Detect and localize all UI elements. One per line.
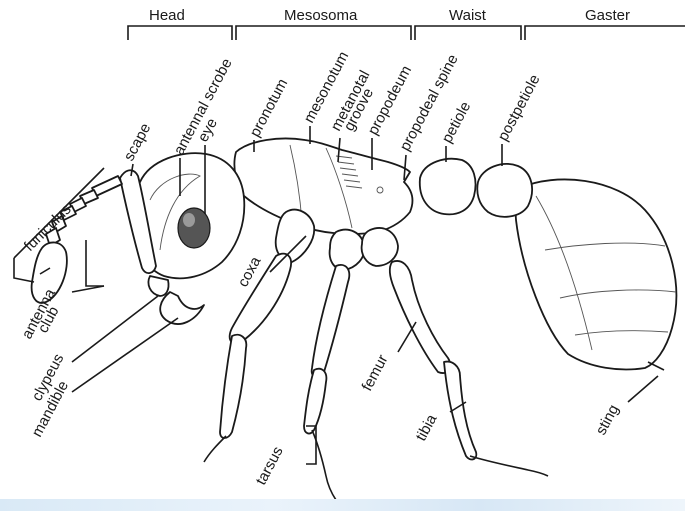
leader-antenna-club-2 bbox=[72, 286, 104, 292]
leader-mandible bbox=[72, 318, 178, 392]
label-tarsus: tarsus bbox=[253, 444, 287, 488]
label-petiole: petiole bbox=[439, 99, 475, 146]
front-tarsus bbox=[204, 436, 226, 462]
section-title-gaster: Gaster bbox=[585, 7, 630, 24]
label-sting: sting bbox=[593, 402, 623, 438]
clypeus bbox=[148, 276, 168, 296]
label-scape: scape bbox=[121, 121, 155, 164]
label-postpetiole: postpetiole bbox=[495, 72, 544, 144]
gaster-bracket bbox=[525, 26, 685, 40]
middle-tibia bbox=[304, 369, 326, 434]
hind-femur bbox=[390, 261, 451, 373]
hind-coxa bbox=[362, 228, 398, 266]
leader-sting bbox=[628, 376, 658, 402]
gaster bbox=[515, 179, 676, 369]
hind-tibia bbox=[444, 362, 476, 460]
mandible bbox=[160, 292, 204, 324]
section-title-mesosoma: Mesosoma bbox=[284, 7, 358, 24]
middle-femur bbox=[312, 265, 350, 377]
mesosoma-bracket bbox=[236, 26, 411, 40]
mesosoma bbox=[234, 139, 412, 234]
eye-highlight bbox=[183, 213, 195, 227]
label-pronotum: pronotum bbox=[247, 76, 292, 140]
section-title-waist: Waist bbox=[449, 7, 487, 24]
leader-antenna-club bbox=[86, 240, 104, 286]
middle-coxa bbox=[330, 230, 365, 270]
leader-clypeus bbox=[72, 296, 158, 362]
petiole bbox=[420, 159, 476, 215]
waist-bracket bbox=[415, 26, 521, 40]
section-brackets: Head Mesosoma Waist Gaster bbox=[128, 7, 685, 40]
postpetiole bbox=[477, 164, 532, 217]
label-femur: femur bbox=[359, 352, 392, 394]
footer-strip bbox=[0, 499, 685, 511]
leader-funiculus bbox=[14, 258, 34, 282]
section-title-head: Head bbox=[149, 7, 185, 24]
hind-tarsus bbox=[470, 456, 548, 476]
label-tibia: tibia bbox=[413, 411, 441, 444]
leader-femur bbox=[398, 322, 416, 352]
front-tibia bbox=[220, 335, 246, 438]
head-bracket bbox=[128, 26, 232, 40]
